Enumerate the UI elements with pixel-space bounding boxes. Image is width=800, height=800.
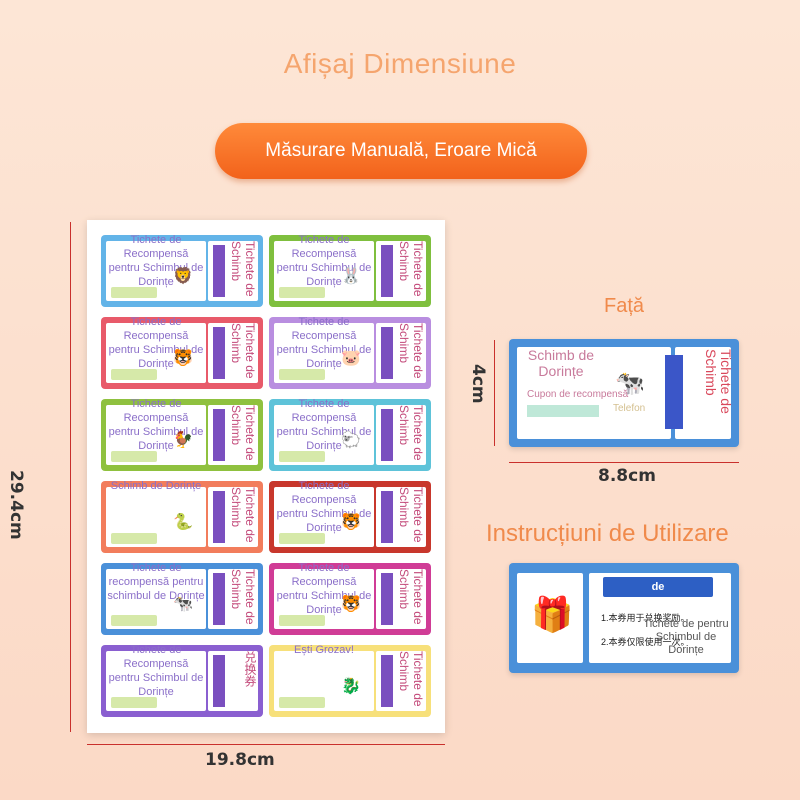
front-width-line [509,462,739,463]
sticker-card: Tichete de Recompensă pentru Schimbul de… [269,399,431,471]
sticker-card-text: Tichete de Recompensă pentru Schimbul de… [108,645,204,698]
sticker-card-vertical-text: Tichete de Schimb [229,569,257,625]
sticker-card: Tichete de Recompensă pentru Schimbul de… [101,235,263,307]
accuracy-banner: Măsurare Manuală, Eroare Mică [215,123,587,179]
height-dimension-line [70,222,71,732]
sticker-card-text: Schimb de Dorințe [110,481,202,492]
sticker-card-vertical-text: Tichete de Schimb [397,241,425,297]
animal-icon: 🐰 [341,268,361,285]
animal-icon: 🐄 [173,596,193,613]
sticker-card-vertical-text: Tichete de Schimb [397,487,425,543]
animal-icon: 🐷 [341,350,361,367]
back-rule-1: 1.本券用于兑换奖励。 [601,613,690,623]
width-dimension-line [87,744,445,745]
animal-icon: 🐓 [173,432,193,449]
sticker-card-text: Tichete de Recompensă pentru Schimbul de… [108,317,204,370]
sticker-card-vertical-text: Tichete de Schimb [397,405,425,461]
animal-icon: 🦁 [173,268,193,285]
sticker-card-vertical-text: Tichete de Schimb [397,569,425,625]
sticker-card-vertical-text: Tichete de Schimb [229,487,257,543]
sticker-card: Tichete de recompensă pentru schimbul de… [101,563,263,635]
sticker-card: Tichete de Recompensă pentru Schimbul de… [101,399,263,471]
sticker-card-text: Tichete de Recompensă pentru Schimbul de… [276,399,372,452]
front-phone: Telefon [613,403,646,414]
front-width-label: 8.8cm [598,466,656,486]
sticker-card-text: Tichete de Recompensă pentru Schimbul de… [276,317,372,370]
usage-label: Instrucțiuni de Utilizare [486,520,729,547]
front-vertical-text: Tichete de Schimb [703,349,734,414]
sticker-card-text: Tichete de Recompensă pentru Schimbul de… [276,481,372,534]
animal-icon: 🐍 [173,514,193,531]
animal-icon: 🐯 [173,350,193,367]
sticker-card: Tichete de Recompensă pentru Schimbul de… [269,235,431,307]
animal-icon: 🐑 [341,432,361,449]
front-height-line [494,340,495,446]
sticker-card-text: Tichete de Recompensă pentru Schimbul de… [276,563,372,616]
sticker-card-vertical-text: Tichete de Schimb [397,323,425,379]
sticker-card: Ești Grozav! Tichete de Schimb 🐉 [269,645,431,717]
back-card: 🎁 de 1.本券用于兑换奖励。 2.本券仅限使用一次。 Tichete de … [509,563,739,673]
back-header: de [603,577,713,597]
sticker-sheet: Tichete de Recompensă pentru Schimbul de… [87,220,445,733]
sticker-card-text: Ești Grozav! [294,645,354,656]
animal-icon: 🐯 [341,596,361,613]
sticker-card: Tichete de Recompensă pentru Schimbul de… [269,563,431,635]
sticker-card-vertical-text: Tichete de Schimb [229,323,257,379]
back-overlay-text: Tichete de pentru Schimbul de Dorințe [643,618,729,656]
sticker-card: Tichete de Recompensă pentru Schimbul de… [269,481,431,553]
animal-icon: 🐉 [341,678,361,695]
sticker-card-vertical-text: Tichete de Schimb [229,241,257,297]
front-subtitle: Cupon de recompensă [527,389,629,400]
sticker-card-text: Tichete de Recompensă pentru Schimbul de… [108,235,204,288]
animal-icon [171,675,195,699]
animal-icon: 🐯 [341,514,361,531]
sticker-card-text: Tichete de recompensă pentru schimbul de… [107,563,205,602]
sticker-card-vertical-text: Tichete de Schimb [397,651,425,707]
sticker-card-text: Tichete de Recompensă pentru Schimbul de… [276,235,372,288]
sticker-card-vertical-text: 兑换券 [243,651,257,687]
gift-icon: 🎁 [531,596,574,634]
sticker-card: Tichete de Recompensă pentru Schimbul de… [101,317,263,389]
front-title: Schimb de Dorințe [527,347,595,379]
height-label: 29.4cm [6,470,26,540]
sticker-card: Tichete de Recompensă pentru Schimbul de… [101,645,263,717]
cow-icon: 🐄 [615,370,645,397]
page-title: Afișaj Dimensiune [283,48,517,79]
sticker-card-vertical-text: Tichete de Schimb [229,405,257,461]
sticker-card-text: Tichete de Recompensă pentru Schimbul de… [108,399,204,452]
width-label: 19.8cm [205,750,275,770]
sticker-card: Tichete de Recompensă pentru Schimbul de… [269,317,431,389]
front-card: Schimb de Dorințe Cupon de recompensă 🐄 … [509,339,739,447]
front-height-label: 4cm [468,364,488,404]
back-rule-2: 2.本券仅限使用一次。 [601,637,690,647]
front-label: Față [604,295,645,317]
